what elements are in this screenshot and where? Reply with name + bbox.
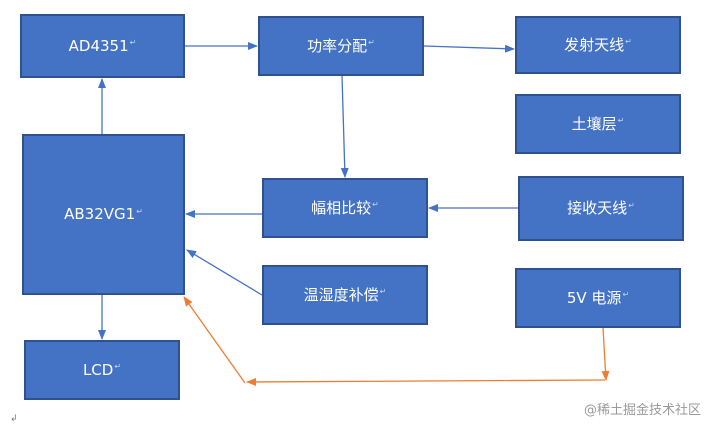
paragraph-mark: ↵ <box>379 287 387 296</box>
paragraph-mark: ↵ <box>129 38 137 47</box>
node-lcd: LCD↵ <box>24 340 180 400</box>
arrow-temp-comp-to-mcu <box>186 249 263 296</box>
node-soil-layer: 土壤层↵ <box>515 94 681 154</box>
node-temp-humidity-comp-label: 温湿度补偿 <box>303 285 379 304</box>
node-rx-antenna-label: 接收天线 <box>567 199 628 217</box>
node-power-split-label: 功率分配 <box>307 36 368 55</box>
paragraph-mark: ↵ <box>625 37 632 46</box>
node-5v-power-label: 5V 电源 <box>566 288 622 307</box>
node-temp-humidity-comp: 温湿度补偿↵ <box>262 265 428 325</box>
corner-return-mark: ↲ <box>10 414 18 424</box>
arrow-power-split-to-amp-phase <box>340 75 349 178</box>
node-amp-phase-compare: 幅相比较↵ <box>262 178 428 238</box>
node-power-split: 功率分配↵ <box>258 16 424 76</box>
node-mcu-label: AB32VG1 <box>64 205 136 223</box>
paragraph-mark: ↵ <box>372 200 379 209</box>
paragraph-mark: ↵ <box>368 38 375 47</box>
arrow-power-split-to-tx-antenna <box>423 44 515 53</box>
node-rx-antenna: 接收天线↵ <box>518 176 684 241</box>
paragraph-mark: ↵ <box>628 200 635 210</box>
paragraph-mark: ↵ <box>617 116 625 125</box>
node-amp-phase-compare-label: 幅相比较 <box>311 198 372 217</box>
arrow-power5v-down <box>601 327 610 381</box>
arrow-power5v-to-left <box>246 377 606 386</box>
paragraph-mark: ↵ <box>622 290 630 299</box>
watermark: @稀土掘金技术社区 <box>583 403 701 418</box>
paragraph-mark: ↵ <box>136 206 143 216</box>
node-soil-layer-label: 土壤层 <box>571 114 617 133</box>
paragraph-mark: ↵ <box>114 362 122 371</box>
node-tx-antenna-label: 发射天线 <box>564 35 625 54</box>
node-tx-antenna: 发射天线↵ <box>515 16 681 74</box>
node-ad4351-label: AD4351 <box>68 36 129 55</box>
node-lcd-label: LCD <box>82 360 114 379</box>
arrow-power5v-up-to-mcu <box>183 296 246 384</box>
node-5v-power: 5V 电源↵ <box>515 268 681 328</box>
node-ad4351: AD4351↵ <box>20 14 185 78</box>
node-mcu: AB32VG1↵ <box>22 134 185 295</box>
